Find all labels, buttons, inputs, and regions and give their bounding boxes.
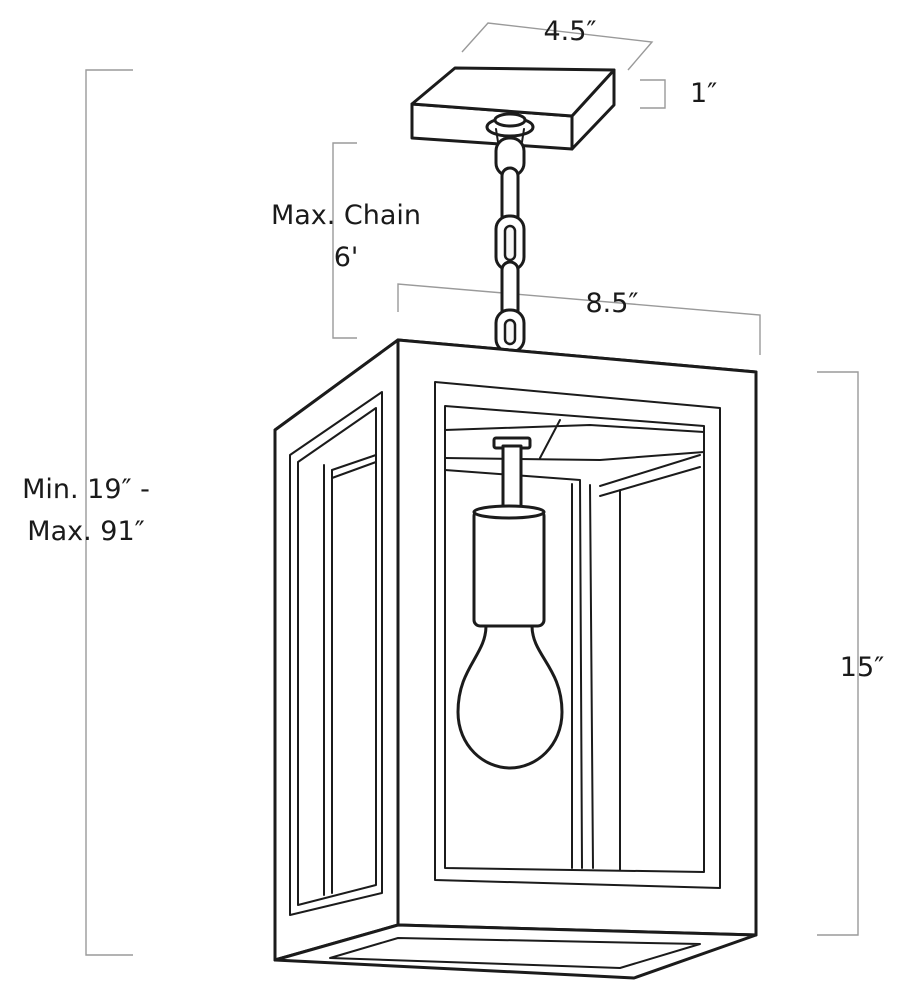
fixture-width-label: 8.5″ — [585, 288, 638, 319]
bulb-assembly — [456, 436, 564, 770]
dimension-labels: 4.5″ 1″ Max. Chain 6' 8.5″ 15″ Min. 19″ … — [22, 16, 884, 683]
chain-link-3-inner — [503, 224, 517, 262]
dimension-lines — [85, 22, 859, 956]
max-chain-label-line2: 6' — [334, 242, 359, 273]
socket-stem — [501, 444, 523, 514]
lantern-front-glass — [444, 405, 705, 873]
fixture-height-label: 15″ — [840, 652, 884, 683]
chain-link-5-inner — [503, 318, 517, 346]
socket-body — [472, 508, 546, 628]
lantern-front-opening — [434, 381, 721, 889]
lantern-interior-lines — [444, 419, 705, 871]
lantern-left-side — [273, 338, 400, 962]
canopy-top-face — [410, 66, 616, 118]
chain — [494, 136, 526, 354]
max-chain-bracket — [332, 142, 357, 339]
overall-height-label-line1: Min. 19″ - — [22, 474, 150, 505]
overall-height-bracket — [85, 69, 133, 956]
overall-height-label-line2: Max. 91″ — [27, 516, 144, 547]
canopy-width-bracket — [461, 22, 654, 71]
canopy-height-bracket — [640, 79, 666, 109]
max-chain-label-line1: Max. Chain — [271, 200, 421, 231]
bulb-icon — [456, 624, 564, 770]
socket-top — [472, 504, 546, 520]
fixture-height-bracket — [817, 371, 859, 936]
canopy-height-label: 1″ — [690, 78, 717, 109]
lantern-body — [273, 338, 758, 980]
lantern-left-inner-frame — [289, 391, 383, 916]
canopy — [410, 66, 616, 151]
fixture-width-bracket — [397, 283, 761, 355]
canopy-width-label: 4.5″ — [543, 16, 596, 47]
canopy-knob-top — [493, 112, 527, 128]
